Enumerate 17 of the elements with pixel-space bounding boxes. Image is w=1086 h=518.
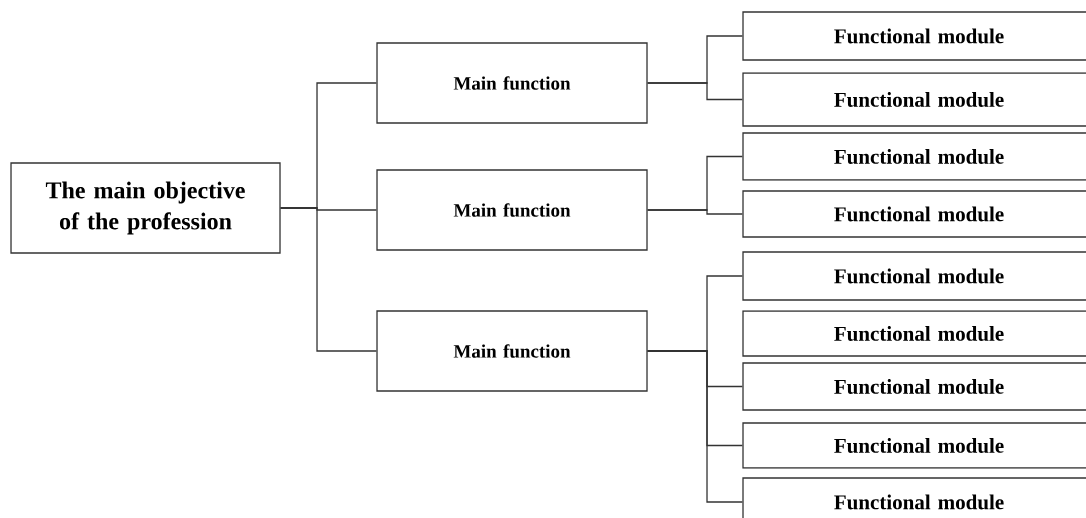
module-box: Functional module [742, 477, 1086, 518]
module-box: Functional module [742, 251, 1086, 301]
objective-box: The main objective of the profession [10, 162, 281, 254]
connector-line [647, 82, 743, 101]
module-box: Functional module [742, 190, 1086, 238]
connector-line [647, 350, 743, 503]
module-box: Functional module [742, 11, 1086, 61]
module-box: Functional module [742, 422, 1086, 469]
module-box: Functional module [742, 132, 1086, 181]
function-box: Main function [376, 42, 648, 124]
module-box: Functional module [742, 310, 1086, 357]
module-box: Functional module [742, 72, 1086, 127]
module-box: Functional module [742, 362, 1086, 411]
function-box: Main function [376, 310, 648, 392]
connector-line [647, 209, 743, 215]
connector-line [280, 207, 377, 352]
function-box: Main function [376, 169, 648, 251]
